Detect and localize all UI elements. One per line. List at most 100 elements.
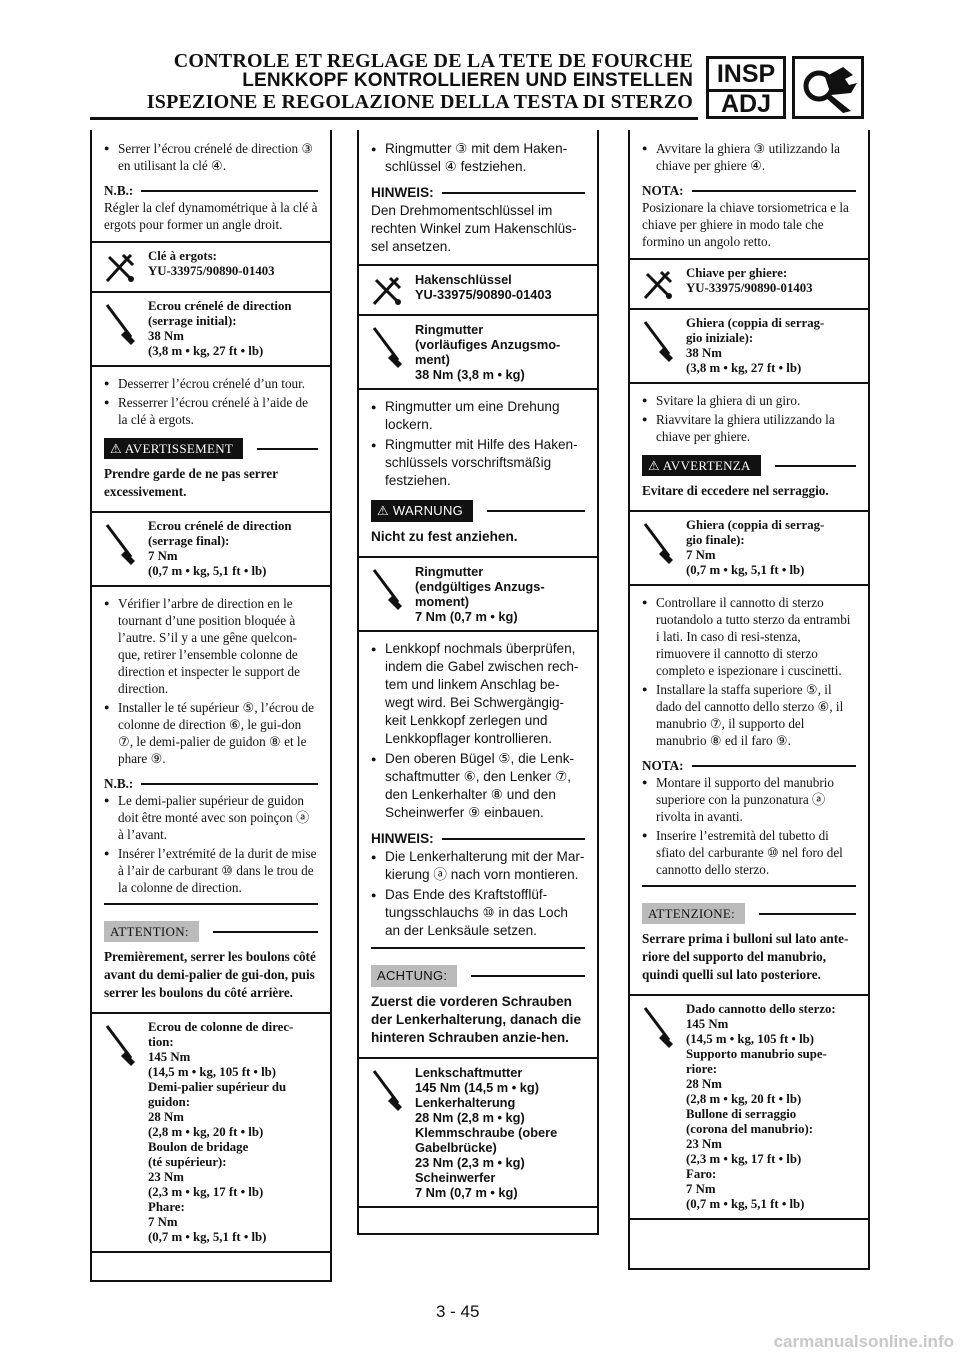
list-item: Das Ende des Kraftstofflüf-tungsschlauch… <box>371 886 585 940</box>
divider <box>642 885 856 887</box>
badge-bottom: ADJ <box>720 90 771 118</box>
column-french: Serrer l’écrou crénelé de direction ③ en… <box>90 130 332 1282</box>
note-heading: N.B.: <box>104 775 318 792</box>
caution-text: Zuerst die vorderen Schrauben der Lenker… <box>371 994 581 1045</box>
warning-label: ⚠ AVERTISSEMENT <box>104 438 244 459</box>
torque-wrench-icon <box>92 299 148 359</box>
note-label: NOTA: <box>642 758 684 773</box>
torque-wrench-icon <box>359 1065 415 1200</box>
warning-triangle-icon: ⚠ <box>648 458 663 473</box>
spec-text: Ghiera (coppia di serrag- gio finale): 7… <box>686 518 825 577</box>
spec-text: Ringmutter (vorläufiges Anzugsmo- ment) … <box>415 322 561 382</box>
torque-spec: Ecrou crénelé de direction (serrage init… <box>92 291 330 367</box>
header-rule <box>90 117 698 120</box>
note-label: HINWEIS: <box>371 831 434 846</box>
torque-spec: Ringmutter (vorläufiges Anzugsmo- ment) … <box>359 314 597 390</box>
caution-box: ATTENZIONE: Serrare prima i bulloni sul … <box>642 903 856 984</box>
torque-wrench-icon <box>92 1020 148 1245</box>
tools-icon <box>630 266 686 302</box>
spec-text: Ghiera (coppia di serrag- gio iniziale):… <box>686 316 825 375</box>
note-heading: NOTA: <box>642 182 856 199</box>
warning-text: Prendre garde de ne pas serrer excessive… <box>104 466 278 499</box>
warning-label: ⚠ WARNUNG <box>371 500 474 522</box>
caution-box: ACHTUNG: Zuerst die vorderen Schrauben d… <box>371 965 585 1047</box>
note-heading: N.B.: <box>104 182 318 199</box>
tool-spec: Clé à ergots: YU-33975/90890-01403 <box>92 241 330 293</box>
note-text: Régler la clef dynamométrique à la clé à… <box>104 200 318 232</box>
torque-spec: Dado cannotto dello sterzo: 145 Nm (14,5… <box>630 994 868 1220</box>
list-item: Den oberen Bügel ⑤, die Lenk-schaftmutte… <box>371 750 585 822</box>
inspection-wrench-icon <box>792 56 864 119</box>
divider <box>104 903 318 905</box>
torque-spec: Ringmutter (endgültiges Anzugs- moment) … <box>359 556 597 632</box>
torque-spec: Ecrou de colonne de direc- tion: 145 Nm … <box>92 1012 330 1253</box>
torque-wrench-icon <box>630 1002 686 1212</box>
spec-text: Clé à ergots: YU-33975/90890-01403 <box>148 249 275 278</box>
warning-triangle-icon: ⚠ <box>377 503 393 518</box>
caution-label: ATTENZIONE: <box>642 903 746 924</box>
note-text: Posizionare la chiave torsiometrica e la… <box>642 200 849 249</box>
list-item: Avvitare la ghiera ③ utilizzando la chia… <box>642 140 856 174</box>
insp-adj-badge: INSP ADJ <box>706 56 786 119</box>
note-label: NOTA: <box>642 183 684 198</box>
column-italian: Avvitare la ghiera ③ utilizzando la chia… <box>628 130 870 1270</box>
spec-text: Ecrou de colonne de direc- tion: 145 Nm … <box>148 1020 294 1244</box>
list-item: Vérifier l’arbre de direction en le tour… <box>104 595 318 697</box>
list-item: Ringmutter ③ mit dem Haken-schlüssel ④ f… <box>371 140 585 176</box>
warning-text: Evitare di eccedere nel serraggio. <box>642 483 829 498</box>
torque-spec: Ecrou crénelé de direction (serrage fina… <box>92 511 330 587</box>
torque-wrench-icon <box>630 316 686 376</box>
caution-box: ATTENTION: Premièrement, serrer les boul… <box>104 921 318 1002</box>
watermark: carmanualsonline.info <box>773 1332 954 1351</box>
spec-text: Ringmutter (endgültiges Anzugs- moment) … <box>415 564 545 624</box>
tools-icon <box>359 272 415 308</box>
list-item: Svitare la ghiera di un giro. <box>642 392 856 409</box>
note-heading: NOTA: <box>642 757 856 774</box>
torque-wrench-icon <box>630 518 686 578</box>
caution-label: ATTENTION: <box>104 921 199 942</box>
tool-spec: Hakenschlüssel YU-33975/90890-01403 <box>359 264 597 316</box>
note-label: N.B.: <box>104 183 134 198</box>
warning-box: ⚠ AVVERTENZA Evitare di eccedere nel ser… <box>642 455 856 500</box>
list-item: Lenkkopf nochmals überprüfen, indem die … <box>371 640 585 748</box>
list-item: Installare la staffa superiore ⑤, il dad… <box>642 681 856 749</box>
note-text: Den Drehmomentschlüssel im rechten Winke… <box>371 203 577 254</box>
list-item: Riavvitare la ghiera utilizzando la chia… <box>642 411 856 445</box>
list-item: Die Lenkerhalterung mit der Mar-kierung … <box>371 848 585 884</box>
list-item: Desserrer l’écrou crénelé d’un tour. <box>104 375 318 392</box>
spec-text: Ecrou crénelé de direction (serrage init… <box>148 299 292 358</box>
warning-box: ⚠ WARNUNG Nicht zu fest anziehen. <box>371 500 585 546</box>
list-item: Controllare il cannotto di sterzo ruotan… <box>642 594 856 679</box>
torque-wrench-icon <box>92 519 148 579</box>
list-item: Resserrer l’écrou crénelé à l’aide de la… <box>104 394 318 428</box>
torque-wrench-icon <box>359 322 415 382</box>
list-item: Serrer l’écrou crénelé de direction ③ en… <box>104 140 318 174</box>
list-item: Le demi-palier supérieur de guidon doit … <box>104 792 318 843</box>
list-item: Insérer l’extrémité de la durit de mise … <box>104 845 318 896</box>
list-item: Ringmutter mit Hilfe des Haken-schlüssel… <box>371 436 585 490</box>
torque-spec: Ghiera (coppia di serrag- gio iniziale):… <box>630 308 868 384</box>
caution-text: Serrare prima i bulloni sul lato ante-ri… <box>642 931 849 982</box>
column-german: Ringmutter ③ mit dem Haken-schlüssel ④ f… <box>357 130 599 1235</box>
caution-text: Premièrement, serrer les boulons côté av… <box>104 949 316 1000</box>
caution-label: ACHTUNG: <box>371 965 458 987</box>
warning-text: Nicht zu fest anziehen. <box>371 529 518 544</box>
warning-triangle-icon: ⚠ <box>110 441 125 456</box>
title-italian: ISPEZIONE E REGOLAZIONE DELLA TESTA DI S… <box>146 91 693 113</box>
torque-spec: Ghiera (coppia di serrag- gio finale): 7… <box>630 510 868 586</box>
divider <box>371 947 585 949</box>
page-number: 3 - 45 <box>436 1302 480 1321</box>
list-item: Montare il supporto del manubrio superio… <box>642 774 856 825</box>
warning-box: ⚠ AVERTISSEMENT Prendre garde de ne pas … <box>104 438 318 501</box>
badge-top: INSP <box>709 59 783 92</box>
spec-text: Hakenschlüssel YU-33975/90890-01403 <box>415 272 552 302</box>
torque-spec: Lenkschaftmutter 145 Nm (14,5 m • kg) Le… <box>359 1057 597 1208</box>
title-french: CONTROLE ET REGLAGE DE LA TETE DE FOURCH… <box>173 50 693 72</box>
spec-text: Lenkschaftmutter 145 Nm (14,5 m • kg) Le… <box>415 1065 558 1200</box>
list-item: Inserire l’estremità del tubetto di sfia… <box>642 827 856 878</box>
title-german: LENKKOPF KONTROLLIEREN UND EINSTELLEN <box>242 70 693 91</box>
page-header: CONTROLE ET REGLAGE DE LA TETE DE FOURCH… <box>0 0 960 130</box>
note-label: HINWEIS: <box>371 185 434 200</box>
spec-text: Chiave per ghiere: YU-33975/90890-01403 <box>686 266 813 295</box>
note-label: N.B.: <box>104 776 134 791</box>
